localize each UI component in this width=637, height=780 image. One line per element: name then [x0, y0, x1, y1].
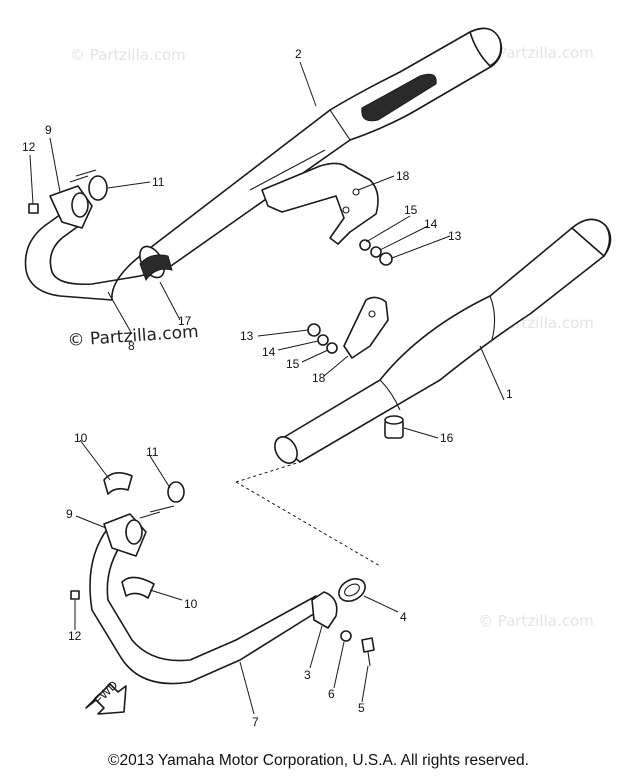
callout-13: 13 [448, 229, 462, 243]
clamp-10-lower[interactable] [121, 576, 155, 599]
callout-10: 10 [74, 431, 88, 445]
assembly-line [235, 481, 381, 567]
callout-7: 7 [252, 715, 259, 729]
callout-12: 12 [68, 629, 82, 643]
callout-15: 15 [286, 357, 300, 371]
washer-14-lower[interactable] [317, 334, 329, 346]
bolt-5[interactable] [361, 637, 375, 667]
watermark: © Partzilla.com [478, 612, 594, 630]
muffler-upper[interactable] [149, 27, 503, 269]
callout-1: 1 [506, 387, 513, 401]
joint-clamp-3[interactable] [311, 591, 338, 629]
clamp-17[interactable] [139, 254, 173, 282]
callout-4: 4 [400, 610, 407, 624]
callout-18: 18 [312, 371, 326, 385]
nut-lower[interactable] [70, 590, 80, 600]
callout-14: 14 [424, 217, 438, 231]
callout-18: 18 [396, 169, 410, 183]
bracket-lower[interactable] [343, 296, 389, 359]
washer-15-lower[interactable] [326, 342, 338, 354]
callout-9: 9 [66, 507, 73, 521]
callout-17: 17 [178, 314, 192, 328]
washer-6[interactable] [340, 630, 352, 642]
callout-11: 11 [152, 175, 165, 189]
gasket-lower[interactable] [167, 481, 185, 503]
callout-10: 10 [184, 597, 198, 611]
flange-lower[interactable] [103, 505, 175, 557]
muffler-lower[interactable] [270, 218, 612, 467]
callout-8: 8 [128, 339, 135, 353]
callout-numbers: 2 1 9 12 11 18 15 14 13 8 17 13 14 15 18… [22, 47, 513, 729]
gasket-upper[interactable] [88, 175, 108, 201]
callout-2: 2 [295, 47, 302, 61]
flange-upper[interactable] [49, 169, 97, 229]
watermark: © Partzilla.com [70, 46, 186, 64]
callout-5: 5 [358, 701, 365, 715]
callout-14: 14 [262, 345, 276, 359]
nut-13-lower[interactable] [307, 323, 321, 337]
callout-16: 16 [440, 431, 454, 445]
callout-11: 11 [146, 445, 159, 459]
callout-12: 12 [22, 140, 36, 154]
callout-3: 3 [304, 668, 311, 682]
damper-16[interactable] [384, 415, 404, 439]
callout-15: 15 [404, 203, 418, 217]
clamp-10-upper[interactable] [103, 472, 133, 495]
callout-6: 6 [328, 687, 335, 701]
assembly-line [235, 461, 301, 483]
callout-9: 9 [45, 123, 52, 137]
bracket-upper[interactable] [261, 162, 379, 245]
joint-pipe-4[interactable] [335, 574, 369, 605]
watermark: © Partzilla.com [478, 44, 594, 62]
callout-13: 13 [240, 329, 254, 343]
washer-14-upper[interactable] [370, 246, 382, 258]
washer-15-upper[interactable] [359, 239, 371, 251]
nut-upper[interactable] [28, 203, 39, 214]
leader-lines [29, 61, 505, 715]
header-pipe-upper[interactable] [24, 205, 170, 301]
forward-arrow-icon: FWD [85, 678, 127, 715]
nut-13-upper[interactable] [379, 252, 393, 266]
copyright-notice: ©2013 Yamaha Motor Corporation, U.S.A. A… [108, 752, 529, 769]
